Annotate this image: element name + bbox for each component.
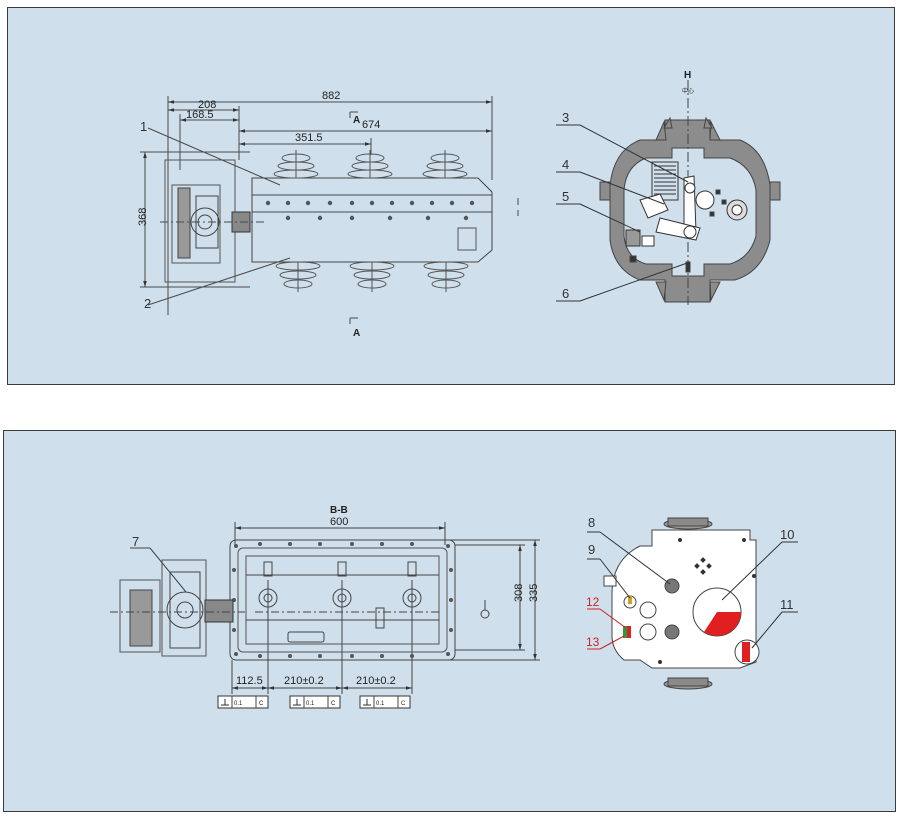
dim-pitch-2: 210±0.2 [356, 675, 396, 687]
section-title: B-B [330, 505, 348, 516]
dim-operator-offset: 168.5 [186, 109, 214, 121]
callout-13: 13 [586, 635, 600, 649]
callout-10: 10 [780, 527, 794, 542]
dim-pitch-1: 210±0.2 [284, 675, 324, 687]
side-section-mark-sub: 中心 [682, 87, 694, 95]
callout-7: 7 [132, 534, 139, 549]
section-bb-view [110, 522, 540, 709]
tolerance-datum-3: C [401, 701, 406, 707]
front-view [140, 96, 519, 324]
dim-operator-width: 208 [198, 99, 216, 111]
callout-8: 8 [588, 515, 595, 530]
callout-1: 1 [140, 119, 147, 134]
callout-4: 4 [562, 157, 569, 172]
tolerance-datum-1: C [259, 701, 264, 707]
section-mark-bottom: A [353, 328, 360, 339]
dim-overall-length: 882 [322, 90, 340, 102]
dim-first-offset: 112.5 [236, 675, 263, 687]
bottom-side-view [587, 517, 798, 690]
side-section-mark: H [684, 70, 691, 81]
dim-height: 368 [137, 208, 149, 226]
dim-bb-height-outer: 335 [528, 584, 540, 602]
dim-bushing-spacing: 351.5 [295, 132, 323, 144]
tolerance-value-1: 0.1 [234, 701, 243, 707]
section-mark-top: A [353, 115, 360, 126]
callout-12: 12 [586, 595, 600, 609]
callout-2: 2 [144, 296, 151, 311]
dim-tank-length: 674 [362, 119, 380, 131]
tolerance-datum-2: C [331, 701, 336, 707]
callout-9: 9 [588, 542, 595, 557]
tolerance-value-3: 0.1 [376, 701, 385, 707]
callout-6: 6 [562, 286, 569, 301]
callout-3: 3 [562, 110, 569, 125]
callout-11: 11 [780, 597, 794, 612]
tolerance-value-2: 0.1 [306, 701, 315, 707]
dim-bb-height-inner: 308 [513, 584, 525, 602]
side-section-view [556, 80, 781, 305]
callout-5: 5 [562, 189, 569, 204]
dim-bb-tank-length: 600 [330, 516, 348, 528]
